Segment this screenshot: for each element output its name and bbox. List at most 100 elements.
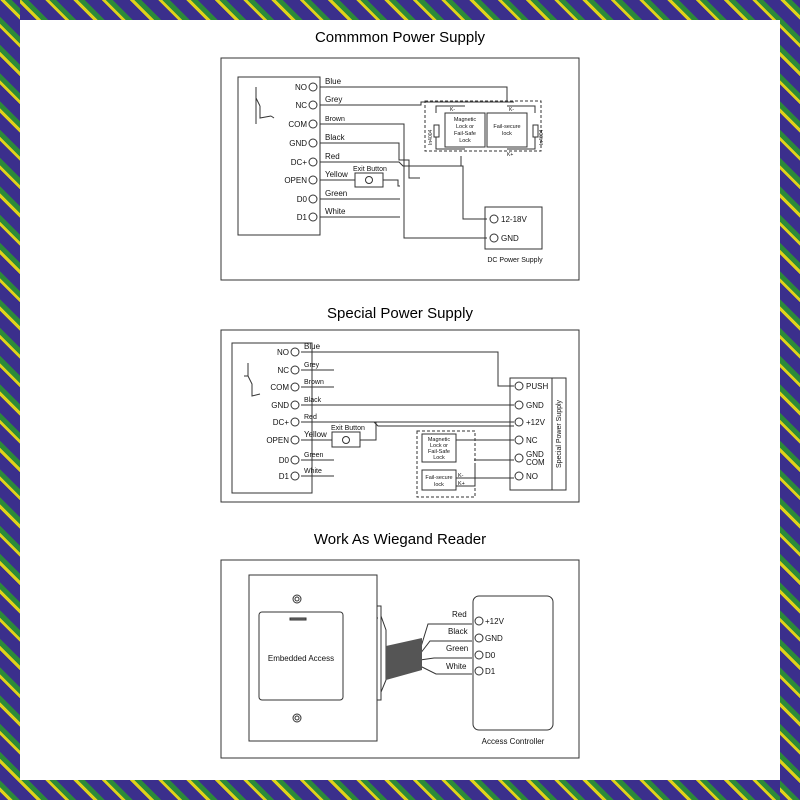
- sp-wire-label-brown: Brown: [304, 379, 324, 386]
- sp-terminal-d0: D0: [279, 456, 290, 465]
- sp-lock2-line1: Fail-secure: [425, 475, 452, 481]
- sp-terminal-gnd: GND: [271, 401, 289, 410]
- terminal-d0: D0: [297, 195, 308, 204]
- wg-terminal-d0: D0: [485, 651, 496, 660]
- sp-terminal-dcplus: DC+: [273, 418, 290, 427]
- sp-exit-button-label: Exit Button: [331, 425, 365, 432]
- sp-lock-dashed-box: [416, 430, 476, 498]
- sp-wire-label-yellow: Yellow: [304, 430, 327, 439]
- decorative-border-right: [780, 0, 800, 800]
- wire-label-white: White: [325, 207, 346, 216]
- wire-label-black: Black: [325, 133, 346, 142]
- wg-terminal-d1: D1: [485, 667, 496, 676]
- grey-wire: [320, 101, 507, 106]
- terminal-dcplus: DC+: [291, 158, 308, 167]
- common-terminal-screws: [308, 82, 499, 243]
- embedded-access-label: Embedded Access: [268, 654, 334, 663]
- sp-lock1-line3: Fail-Safe: [428, 449, 450, 455]
- sp-k-plus-label: K+: [458, 481, 465, 487]
- lock1-line4: Lock: [459, 138, 471, 144]
- sp-blue-wire: [301, 351, 514, 387]
- psu-terminal-12-18v: 12-18V: [501, 215, 527, 224]
- sp-terminal-com: COM: [270, 383, 289, 392]
- decorative-border-bottom: [0, 780, 800, 800]
- sp-terminal-d1: D1: [279, 472, 290, 481]
- wiegand-device-face: [258, 611, 344, 701]
- wg-wire-green: Green: [446, 644, 468, 653]
- psu-pos-wire: [460, 156, 487, 220]
- sp-psu-no: NO: [526, 472, 538, 481]
- exit-button-box: [354, 172, 384, 188]
- lock-dashed-box: [424, 100, 542, 152]
- sp-psu-push: PUSH: [526, 382, 548, 391]
- sp-psu-nc: NC: [526, 436, 538, 445]
- wg-wire-black: Black: [448, 627, 469, 636]
- sp-terminal-no: NO: [277, 348, 289, 357]
- common-frame: [220, 57, 580, 281]
- dc-power-supply-label: DC Power Supply: [487, 257, 543, 264]
- special-power-title: Special Power Supply: [327, 305, 473, 322]
- sp-wire-label-black: Black: [304, 397, 322, 404]
- wire-label-green: Green: [325, 189, 347, 198]
- sp-wire-label-green: Green: [304, 452, 324, 459]
- sp-wire-label-white: White: [304, 468, 322, 475]
- terminal-open: OPEN: [284, 176, 307, 185]
- diode-left-label: In4004: [428, 129, 434, 145]
- wg-wire-red: Red: [452, 610, 467, 619]
- brown-wire: [320, 123, 405, 182]
- wiegand-frame: [220, 559, 580, 759]
- wire-label-brown: Brown: [325, 116, 345, 123]
- terminal-gnd: GND: [289, 139, 307, 148]
- common-reader-body: [237, 76, 321, 236]
- sp-exit-button-box: [331, 431, 361, 448]
- failsecure-lock-box: [486, 112, 528, 148]
- wire-label-red: Red: [325, 152, 340, 161]
- wire-label-grey: Grey: [325, 95, 342, 104]
- wg-terminal-gnd: GND: [485, 634, 503, 643]
- sp-psu-com: COM: [526, 458, 545, 467]
- wiegand-cable-bundle: [386, 638, 422, 680]
- special-power-supply-label: Special Power Supply: [556, 399, 563, 468]
- exit-button-label: Exit Button: [353, 166, 387, 173]
- special-psu-box: [509, 377, 567, 491]
- sp-lock2-line2: lock: [434, 482, 444, 488]
- access-controller-box: [472, 595, 554, 731]
- wg-wire-white: White: [446, 662, 467, 671]
- sp-psu-12v: +12V: [526, 418, 546, 427]
- black-wire-a: [320, 142, 420, 179]
- red-wire: [320, 156, 462, 167]
- sp-wire-label-red: Red: [304, 414, 317, 421]
- dc-psu-box: [484, 206, 543, 250]
- wiegand-title: Work As Wiegand Reader: [313, 531, 487, 548]
- sp-lock1-line4: Lock: [433, 455, 445, 461]
- lock2-line1: Fail-secure: [493, 124, 520, 130]
- sp-failsecure-lock-box: [421, 469, 457, 491]
- k-plus-label: K+: [507, 152, 513, 158]
- decorative-border-top: [0, 0, 800, 20]
- terminal-nc: NC: [295, 101, 307, 110]
- sp-terminal-nc: NC: [277, 366, 289, 375]
- terminal-com: COM: [288, 120, 307, 129]
- sp-terminal-open: OPEN: [266, 436, 289, 445]
- wiegand-wires: [419, 623, 472, 675]
- wiring-sheet: Commmon Power Supply: [20, 20, 780, 780]
- sp-magnetic-lock-box: [421, 433, 457, 463]
- wg-terminal-12v: +12V: [485, 617, 505, 626]
- blue-wire: [320, 86, 514, 103]
- gnd-psu-wire: [403, 182, 487, 239]
- sp-wire-label-blue: Blue: [304, 342, 321, 351]
- sp-yellow-wire: [301, 422, 377, 441]
- access-controller-label: Access Controller: [482, 737, 545, 746]
- common-power-title: Commmon Power Supply: [314, 29, 486, 46]
- wire-label-yellow: Yellow: [325, 170, 348, 179]
- sp-lock1-line2: Lock or: [430, 443, 448, 449]
- decorative-border-left: [0, 0, 20, 800]
- wiegand-terminal-screws: [474, 616, 484, 676]
- k-minus-label: K-: [450, 107, 455, 113]
- terminal-d1: D1: [297, 213, 308, 222]
- sp-psu-gnd2: GND: [526, 450, 544, 459]
- wiegand-device-plate: [248, 574, 378, 742]
- special-reader-body: [231, 342, 313, 494]
- k-minus-top-label: K-: [509, 107, 514, 113]
- wiring-diagrams: NO NC COM GND DC+ OPEN D0 D1 Blue Grey B…: [220, 57, 580, 759]
